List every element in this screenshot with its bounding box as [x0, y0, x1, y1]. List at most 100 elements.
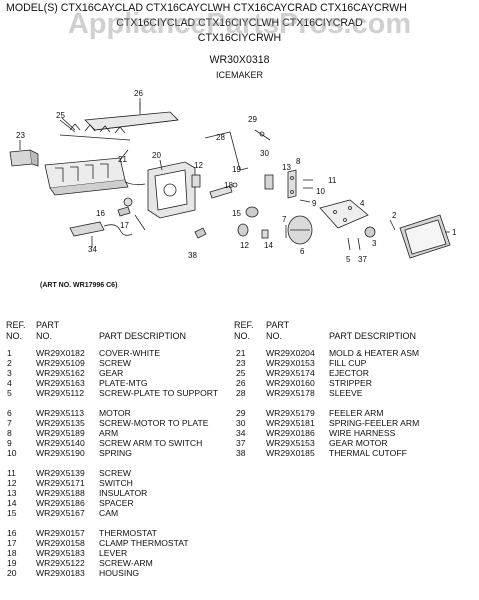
- part-number: WR29X5109: [36, 358, 85, 368]
- callout-25: 25: [56, 111, 65, 120]
- part-description: SCREW-PLATE TO SUPPORT: [99, 388, 219, 398]
- ref-number: 23: [236, 358, 246, 368]
- part-description: SPACER: [99, 498, 134, 508]
- diagram-callouts: 26 25 23 21 20 29 28 30 12 19 18 16 17 3…: [16, 89, 457, 264]
- part-number: WR29X0182: [36, 348, 85, 358]
- part-description: SCREW: [99, 358, 131, 368]
- models-line-1: MODEL(S) CTX16CAYCLAD CTX16CAYCLWH CTX16…: [6, 2, 407, 14]
- part-description: ARM: [99, 428, 119, 438]
- part-number: WR29X5112: [36, 388, 85, 398]
- part-description: CLAMP THERMOSTAT: [99, 538, 189, 548]
- part-number: WR29X5174: [266, 368, 315, 378]
- part-description: THERMAL CUTOFF: [329, 448, 407, 458]
- part-number: WR29X5188: [36, 488, 85, 498]
- header-no-label: NO.: [6, 331, 23, 341]
- ref-number: 18: [7, 548, 17, 558]
- ref-number: 19: [7, 558, 17, 568]
- header-ref-label: REF.: [6, 320, 26, 330]
- part-description: HOUSING: [99, 568, 140, 578]
- ref-number: 16: [7, 528, 17, 538]
- header-partno-label-right: NO.: [266, 331, 283, 341]
- part-description: SPRING-FEELER ARM: [329, 418, 420, 428]
- header-part-label-right: PART: [266, 320, 290, 330]
- ref-number: 26: [236, 378, 246, 388]
- watermark: AppliancePartsPros.com: [67, 8, 412, 40]
- callout-38: 38: [188, 251, 197, 260]
- ref-number: 11: [7, 468, 16, 478]
- part-description: PLATE-MTG: [99, 378, 148, 388]
- callout-9: 9: [312, 199, 317, 208]
- part-description: SCREW ARM TO SWITCH: [99, 438, 203, 448]
- callout-30: 30: [260, 149, 269, 158]
- part-number: WR29X5189: [36, 428, 85, 438]
- callout-11: 11: [328, 176, 337, 185]
- callout-10: 10: [316, 187, 325, 196]
- header-part-left: PART NO.: [36, 320, 59, 342]
- callout-4: 4: [360, 199, 365, 208]
- ref-number: 30: [236, 418, 246, 428]
- ref-number: 3: [7, 368, 12, 378]
- part-description: SCREW-MOTOR TO PLATE: [99, 418, 209, 428]
- callout-37: 37: [358, 255, 367, 264]
- ref-number: 5: [7, 388, 12, 398]
- ref-number: 9: [7, 438, 12, 448]
- part-description: COVER-WHITE: [99, 348, 161, 358]
- part-number: WR29X5179: [266, 408, 315, 418]
- callout-13: 13: [282, 163, 291, 172]
- part-description: GEAR: [99, 368, 124, 378]
- callout-16: 16: [96, 209, 105, 218]
- ref-number: 17: [7, 538, 17, 548]
- part-description: LEVER: [99, 548, 128, 558]
- part-number: WR29X5139: [36, 468, 85, 478]
- ref-number: 37: [236, 438, 246, 448]
- header-desc-left: PART DESCRIPTION: [99, 331, 187, 341]
- header-part-right: PART NO.: [266, 320, 289, 342]
- callout-19: 19: [232, 165, 241, 174]
- callout-7: 7: [282, 215, 287, 224]
- part-description: STRIPPER: [329, 378, 372, 388]
- ref-number: 25: [236, 368, 246, 378]
- part-description: THERMOSTAT: [99, 528, 157, 538]
- part-number: WR29X0186: [266, 428, 315, 438]
- callout-23: 23: [16, 131, 25, 140]
- part-description: SPRING: [99, 448, 132, 458]
- callout-15: 15: [232, 209, 241, 218]
- exploded-diagram: 26 25 23 21 20 29 28 30 12 19 18 16 17 3…: [9, 89, 457, 264]
- art-number: (ART NO. WR17996 C6): [40, 282, 118, 289]
- header-ref-right: REF. NO.: [234, 320, 254, 342]
- callout-14: 14: [264, 241, 273, 250]
- ref-number: 13: [7, 488, 17, 498]
- header-ref-label-right: REF.: [234, 320, 254, 330]
- callout-12a: 12: [194, 161, 203, 170]
- part-number: WR29X5183: [36, 548, 85, 558]
- callout-6: 6: [300, 247, 305, 256]
- header-part-label: PART: [36, 320, 60, 330]
- part-description: WIRE HARNESS: [329, 428, 396, 438]
- ref-number: 12: [7, 478, 17, 488]
- header-partno-label: NO.: [36, 331, 53, 341]
- part-number: WR29X0183: [36, 568, 85, 578]
- models-line-3: CTX16CIYCRWH: [197, 32, 282, 44]
- part-description: GEAR MOTOR: [329, 438, 388, 448]
- ref-number: 14: [7, 498, 17, 508]
- part-number: WR29X0185: [266, 448, 315, 458]
- callout-21: 21: [118, 155, 127, 164]
- part-number: WR29X0204: [266, 348, 315, 358]
- callout-20: 20: [152, 151, 161, 160]
- part-description: MOLD & HEATER ASM: [329, 348, 420, 358]
- part-number: WR30X0318: [209, 54, 270, 66]
- callout-17: 17: [120, 221, 129, 230]
- part-description: SLEEVE: [329, 388, 363, 398]
- models-line-2: CTX16CIYCLAD CTX16CIYCLWH CTX16CIYCRAD: [116, 17, 363, 29]
- part-description: SCREW: [99, 468, 131, 478]
- part-number: WR29X5178: [266, 388, 315, 398]
- header-ref-left: REF. NO.: [6, 320, 26, 342]
- ref-number: 7: [7, 418, 12, 428]
- part-number: WR29X5167: [36, 508, 85, 518]
- callout-34: 34: [88, 245, 97, 254]
- part-description: EJECTOR: [329, 368, 369, 378]
- ref-number: 15: [7, 508, 17, 518]
- ref-number: 2: [7, 358, 12, 368]
- part-number: WR29X5113: [36, 408, 85, 418]
- part-description: CAM: [99, 508, 119, 518]
